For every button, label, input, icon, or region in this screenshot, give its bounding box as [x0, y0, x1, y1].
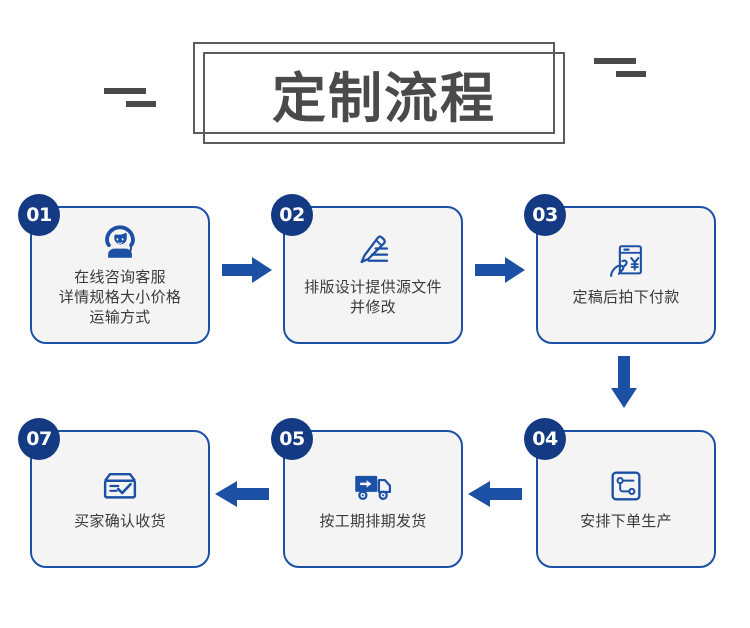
payment-yuan-icon	[604, 240, 648, 284]
arrow-step5-to-step7-icon	[213, 478, 269, 510]
arrow-step2-to-step3-icon	[475, 254, 527, 286]
dash-decoration-left-icon	[104, 88, 164, 112]
step-number-badge: 01	[18, 194, 60, 236]
flow-step-label: 按工期排期发货	[319, 512, 427, 531]
arrow-step4-to-step5-icon	[466, 478, 522, 510]
flow-step-card-05[interactable]: 05 按工期排期发货	[271, 418, 463, 568]
flow-step-label: 排版设计提供源文件 并修改	[304, 278, 442, 316]
flow-step-card-03[interactable]: 03 定稿后拍下付款	[524, 194, 716, 344]
flow-step-card-07[interactable]: 07 买家确认收货	[18, 418, 210, 568]
page-title: 定制流程	[272, 66, 496, 130]
flow-step-label: 买家确认收货	[74, 512, 166, 531]
step-number-badge: 07	[18, 418, 60, 460]
title-frame-inner	[203, 52, 565, 144]
title-frame-outer	[193, 42, 555, 134]
flow-step-card-02[interactable]: 02 排版设计提供源文件 并修改	[271, 194, 463, 344]
package-check-icon	[98, 464, 142, 508]
flow-step-label: 定稿后拍下付款	[572, 288, 680, 307]
page-header: 定制流程	[0, 0, 750, 175]
arrow-step3-to-step4-icon	[608, 356, 640, 410]
production-workflow-icon	[604, 464, 648, 508]
step-number-badge: 04	[524, 418, 566, 460]
delivery-truck-icon	[351, 464, 395, 508]
flow-step-card-04[interactable]: 04 安排下单生产	[524, 418, 716, 568]
step-number-badge: 02	[271, 194, 313, 236]
pencil-edit-icon	[351, 230, 395, 274]
headset-support-icon	[98, 220, 142, 264]
step-number-badge: 05	[271, 418, 313, 460]
flow-step-card-01[interactable]: 01 在线咨询客服 详情规格大小价格 运输方式	[18, 194, 210, 344]
step-number-badge: 03	[524, 194, 566, 236]
flow-step-label: 在线咨询客服 详情规格大小价格 运输方式	[58, 268, 182, 326]
arrow-step1-to-step2-icon	[222, 254, 274, 286]
flow-step-label: 安排下单生产	[580, 512, 672, 531]
dash-decoration-right-icon	[594, 58, 654, 82]
